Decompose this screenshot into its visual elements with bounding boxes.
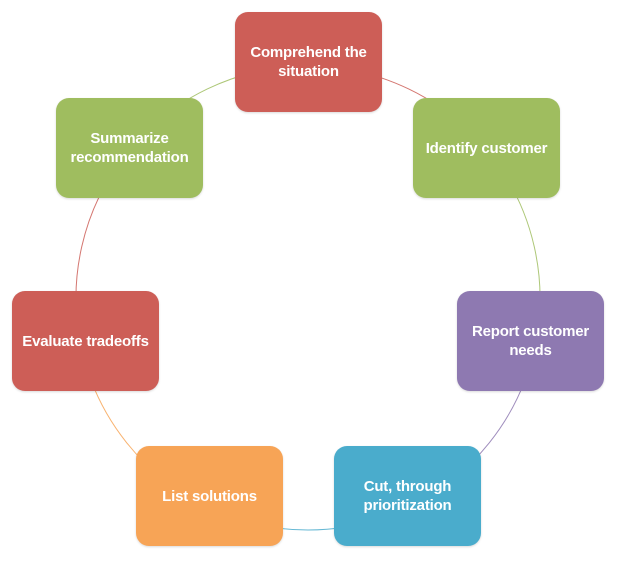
step-cut-through-prioritization: Cut, through prioritization xyxy=(334,446,481,546)
step-comprehend-the-situation: Comprehend the situation xyxy=(235,12,382,112)
step-summarize-recommendation: Summarize recommendation xyxy=(56,98,203,198)
step-label: Report customer needs xyxy=(471,323,590,359)
step-identify-customer: Identify customer xyxy=(413,98,560,198)
step-evaluate-tradeoffs: Evaluate tradeoffs xyxy=(12,291,159,391)
step-label: Comprehend the situation xyxy=(250,44,367,80)
step-list-solutions: List solutions xyxy=(136,446,283,546)
step-label: Evaluate tradeoffs xyxy=(22,332,149,350)
step-report-customer-needs: Report customer needs xyxy=(457,291,604,391)
step-label: Summarize recommendation xyxy=(70,130,189,166)
step-label: Identify customer xyxy=(425,139,548,157)
step-label: List solutions xyxy=(162,487,257,505)
step-label: Cut, through prioritization xyxy=(363,478,452,514)
